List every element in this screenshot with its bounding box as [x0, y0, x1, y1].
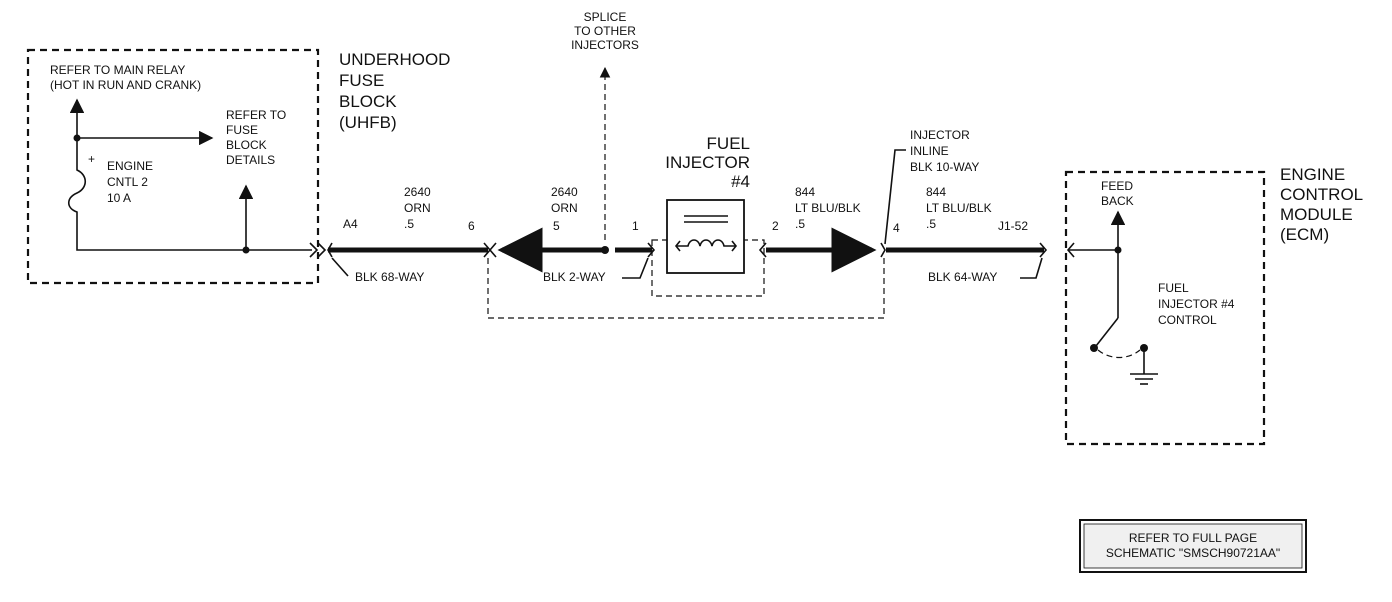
- connector-end: [880, 242, 886, 258]
- pin-label: 5: [553, 219, 560, 233]
- uhfb-title-line: FUSE: [339, 71, 384, 90]
- injector-control-label: FUEL INJECTOR #4 CONTROL: [1158, 281, 1235, 327]
- refer-main-relay-line: REFER TO MAIN RELAY: [50, 63, 185, 77]
- junction-dot: [242, 246, 250, 254]
- uhfb-connector-chevron: [309, 242, 327, 258]
- wire-circuit: 2640: [551, 185, 578, 199]
- uhfb-title: UNDERHOOD FUSE BLOCK (UHFB): [339, 50, 450, 132]
- splice-label: SPLICE TO OTHER INJECTORS: [571, 10, 639, 52]
- fuse-label-line: CNTL 2: [107, 175, 148, 189]
- splice-dot: [601, 246, 609, 254]
- wire-circuit: 844: [795, 185, 815, 199]
- inline-connector-line: INLINE: [910, 144, 949, 158]
- wire-color: ORN: [551, 201, 578, 215]
- wire-gauge: .5: [404, 217, 414, 231]
- note-text: REFER TO FULL PAGE SCHEMATIC "SMSCH90721…: [1106, 531, 1280, 560]
- injector-coil-icon: [676, 239, 736, 247]
- inline-connector-line: BLK 10-WAY: [910, 160, 979, 174]
- pin-label: 1: [632, 219, 639, 233]
- inline-connector-line: INJECTOR: [910, 128, 970, 142]
- injector-control-line: CONTROL: [1158, 313, 1217, 327]
- fuel-injector-title: FUEL INJECTOR #4: [665, 134, 750, 191]
- splice-label-line: SPLICE: [584, 10, 627, 24]
- pin-label: A4: [343, 217, 358, 231]
- ecm-title: ENGINE CONTROL MODULE (ECM): [1280, 165, 1363, 244]
- refer-fuse-block-line: FUSE: [226, 123, 258, 137]
- wire-color: LT BLU/BLK: [926, 201, 992, 215]
- connector-end: [1039, 242, 1048, 258]
- connector-label: BLK 2-WAY: [543, 270, 606, 284]
- injector-control-line: INJECTOR #4: [1158, 297, 1235, 311]
- pin-label: 4: [893, 221, 900, 235]
- ecm-boundary: [1064, 170, 1266, 446]
- refer-fuse-block-line: BLOCK: [226, 138, 267, 152]
- switch-blade: [1095, 317, 1119, 347]
- wire-circuit: 844: [926, 185, 946, 199]
- switch-contact: [1090, 344, 1098, 352]
- pin-label: 2: [772, 219, 779, 233]
- fuse-plus-mark: +: [88, 152, 95, 166]
- connector-end: [488, 242, 497, 258]
- note-box-inner: [1083, 523, 1303, 569]
- note-box-border: [1079, 519, 1307, 573]
- splice-label-line: TO OTHER: [574, 24, 636, 38]
- fuel-injector-box: [666, 199, 745, 274]
- fuse-label-line: ENGINE: [107, 159, 153, 173]
- connector-label: BLK 64-WAY: [928, 270, 997, 284]
- refer-fuse-block-line: REFER TO: [226, 108, 286, 122]
- connector-housing-dashed: [487, 258, 885, 319]
- uhfb-title-line: BLOCK: [339, 92, 397, 111]
- feedback-label: FEED BACK: [1101, 179, 1134, 208]
- splice-label-line: INJECTORS: [571, 38, 639, 52]
- ecm-title-line: MODULE: [1280, 205, 1353, 224]
- ecm-title-line: ENGINE: [1280, 165, 1345, 184]
- feedback-line: FEED: [1101, 179, 1133, 193]
- injector-title-line: #4: [731, 172, 750, 191]
- uhfb-boundary: [26, 48, 320, 285]
- feedback-line: BACK: [1101, 194, 1134, 208]
- refer-fuse-block-line: DETAILS: [226, 153, 275, 167]
- pin-label: J1-52: [998, 219, 1028, 233]
- uhfb-title-line: (UHFB): [339, 113, 397, 132]
- connector-leader: [331, 257, 349, 277]
- injector-coil-ends: [674, 240, 738, 252]
- pin-label: 6: [468, 219, 475, 233]
- uhfb-title-line: UNDERHOOD: [339, 50, 450, 69]
- refer-main-relay-line: (HOT IN RUN AND CRANK): [50, 78, 201, 92]
- connector-label: BLK 68-WAY: [355, 270, 424, 284]
- wire-circuit: 2640: [404, 185, 431, 199]
- fuse-symbol: [67, 160, 312, 251]
- connector-leader: [1020, 257, 1043, 279]
- ecm-title-line: (ECM): [1280, 225, 1329, 244]
- wire-gauge: .5: [926, 217, 936, 231]
- injector-title-line: FUEL: [707, 134, 750, 153]
- injector-control-line: FUEL: [1158, 281, 1189, 295]
- fuse-label: ENGINE CNTL 2 10 A: [107, 159, 153, 205]
- note-line: REFER TO FULL PAGE: [1129, 531, 1257, 545]
- refer-main-relay-label: REFER TO MAIN RELAY (HOT IN RUN AND CRAN…: [50, 63, 201, 92]
- fuse-label-line: 10 A: [107, 191, 131, 205]
- wire-gauge: .5: [795, 217, 805, 231]
- ground-icon: [1130, 373, 1158, 385]
- ecm-title-line: CONTROL: [1280, 185, 1363, 204]
- inline-connector-label: INJECTOR INLINE BLK 10-WAY: [910, 128, 979, 174]
- injector-title-line: INJECTOR: [665, 153, 750, 172]
- connector-end: [647, 242, 656, 258]
- junction-dot: [73, 134, 81, 142]
- refer-fuse-block-label: REFER TO FUSE BLOCK DETAILS: [226, 108, 286, 167]
- connector-leader: [622, 257, 649, 279]
- switch-dashed-link: [1097, 349, 1141, 359]
- connector-end: [758, 242, 767, 258]
- inline-connector-leader: [884, 149, 906, 245]
- note-line: SCHEMATIC "SMSCH90721AA": [1106, 546, 1280, 560]
- wire-color: LT BLU/BLK: [795, 201, 861, 215]
- wire-color: ORN: [404, 201, 431, 215]
